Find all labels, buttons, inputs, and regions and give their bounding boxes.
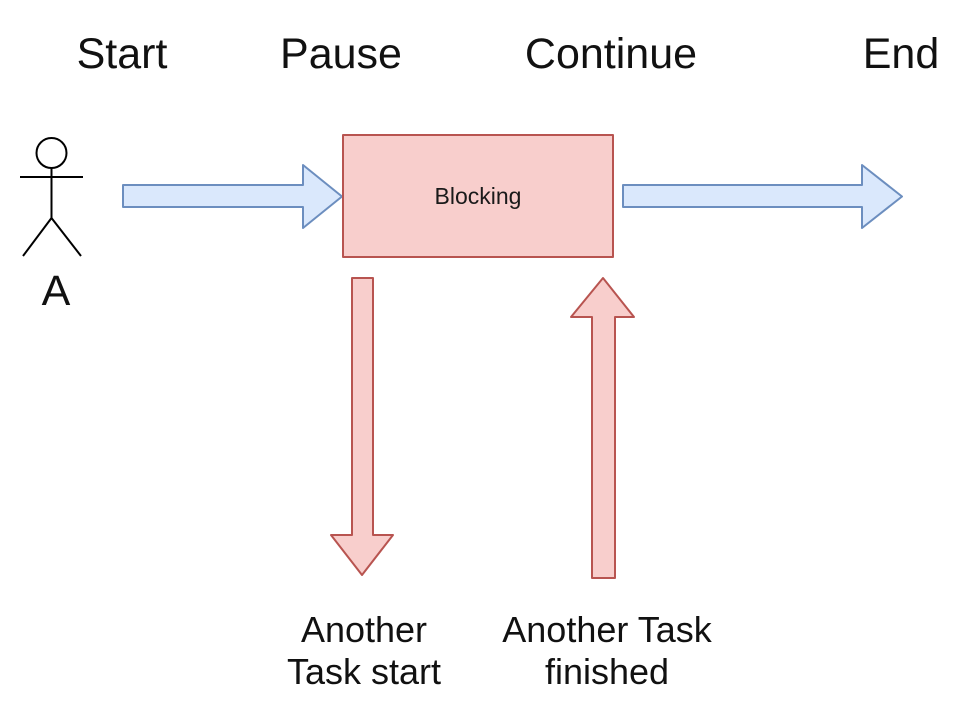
label-another-task-start-line2: Task start <box>286 651 442 692</box>
flow-arrow-continue-to-end <box>622 164 903 229</box>
label-another-task-start: Another Task start <box>287 609 441 693</box>
actor-label: A <box>41 267 71 315</box>
flow-arrow-start-to-pause <box>122 164 343 229</box>
arrow-another-task-finished <box>570 277 635 579</box>
blocking-box <box>342 134 614 258</box>
actor-left-leg <box>22 217 53 257</box>
label-another-task-start-line1: Another <box>300 609 428 650</box>
arrow-another-task-start <box>330 277 394 576</box>
phase-label-end: End <box>862 30 940 78</box>
label-another-task-finished-line2: finished <box>544 651 670 692</box>
phase-label-pause: Pause <box>280 30 402 78</box>
label-another-task-finished: Another Task finished <box>502 609 711 693</box>
label-another-task-finished-line1: Another Task <box>502 609 712 650</box>
actor-right-leg <box>50 217 82 257</box>
actor-head <box>35 137 68 169</box>
blocking-box-label: Blocking <box>434 182 522 209</box>
actor-icon <box>20 137 83 257</box>
phase-label-start: Start <box>76 30 168 78</box>
phase-label-continue: Continue <box>524 30 698 78</box>
